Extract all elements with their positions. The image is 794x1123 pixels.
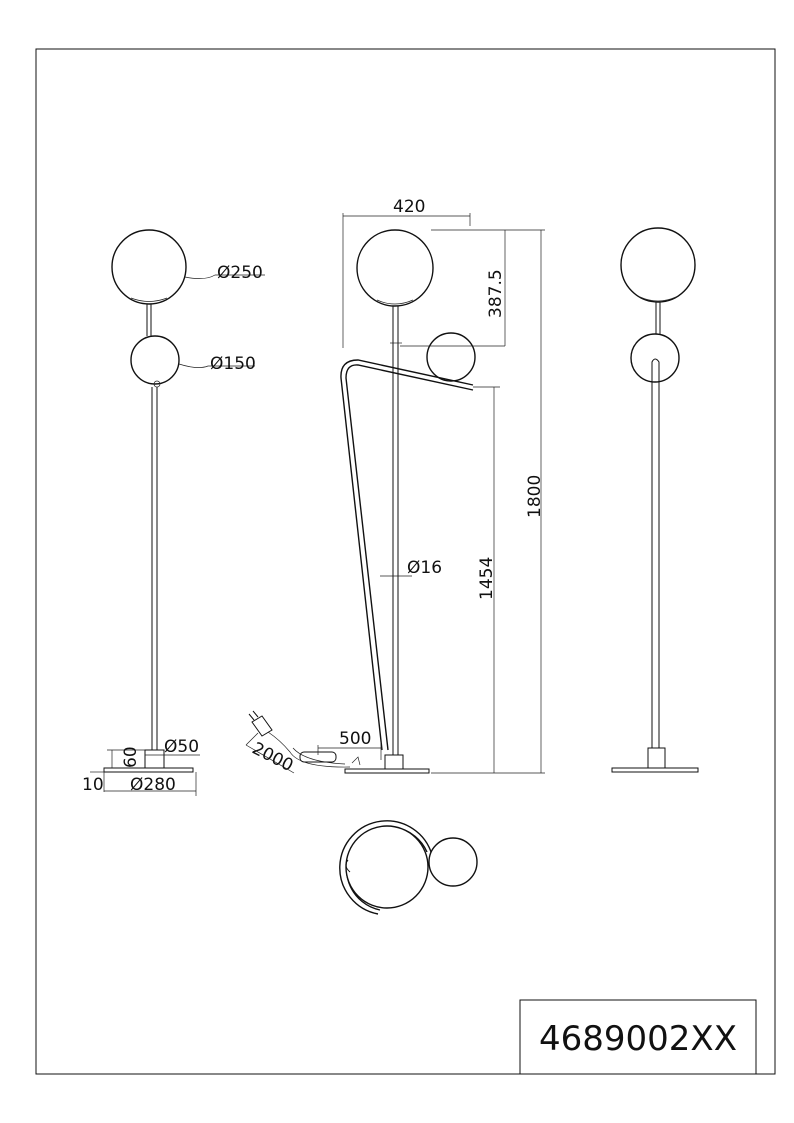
dim-arm-height: 1454 <box>477 557 497 600</box>
dim-globe-small: Ø150 <box>210 354 256 374</box>
cable <box>267 731 351 768</box>
dim-base-height: 60 <box>121 746 141 768</box>
dim-plate-thickness: 10 <box>82 775 104 795</box>
dim-globe-offset: 387.5 <box>486 269 506 318</box>
dim-base-stem: Ø50 <box>164 737 199 757</box>
top-view <box>339 820 478 915</box>
arm-ring <box>339 820 433 915</box>
dim-cable-length: 2000 <box>249 739 297 776</box>
dim-width: 420 <box>393 197 425 217</box>
back-view <box>611 227 699 773</box>
part-number: 4689002XX <box>539 1019 737 1059</box>
large-globe <box>111 229 187 305</box>
small-globe-back <box>630 333 680 383</box>
large-globe-side <box>356 229 434 307</box>
base-plate <box>103 767 194 773</box>
small-globe-side <box>426 332 476 382</box>
large-globe-back <box>620 227 696 303</box>
drawing-frame <box>35 48 776 1075</box>
plug-icon <box>248 710 273 737</box>
small-globe-top <box>428 837 478 887</box>
dim-switch-distance: 500 <box>339 729 371 749</box>
small-globe <box>130 335 180 385</box>
bent-arm <box>345 364 474 751</box>
dim-total-height: 1800 <box>525 475 545 518</box>
front-view: Ø250 Ø150 Ø50 60 10 Ø280 <box>82 229 265 796</box>
dim-base-plate: Ø280 <box>130 775 176 795</box>
dim-tube: Ø16 <box>407 558 442 578</box>
side-view: 420 387.5 1800 1454 Ø16 500 2000 <box>245 197 545 776</box>
title-block <box>519 999 757 1075</box>
dim-globe-large: Ø250 <box>217 263 263 283</box>
base-stem <box>144 749 165 769</box>
large-globe-top <box>345 825 429 909</box>
